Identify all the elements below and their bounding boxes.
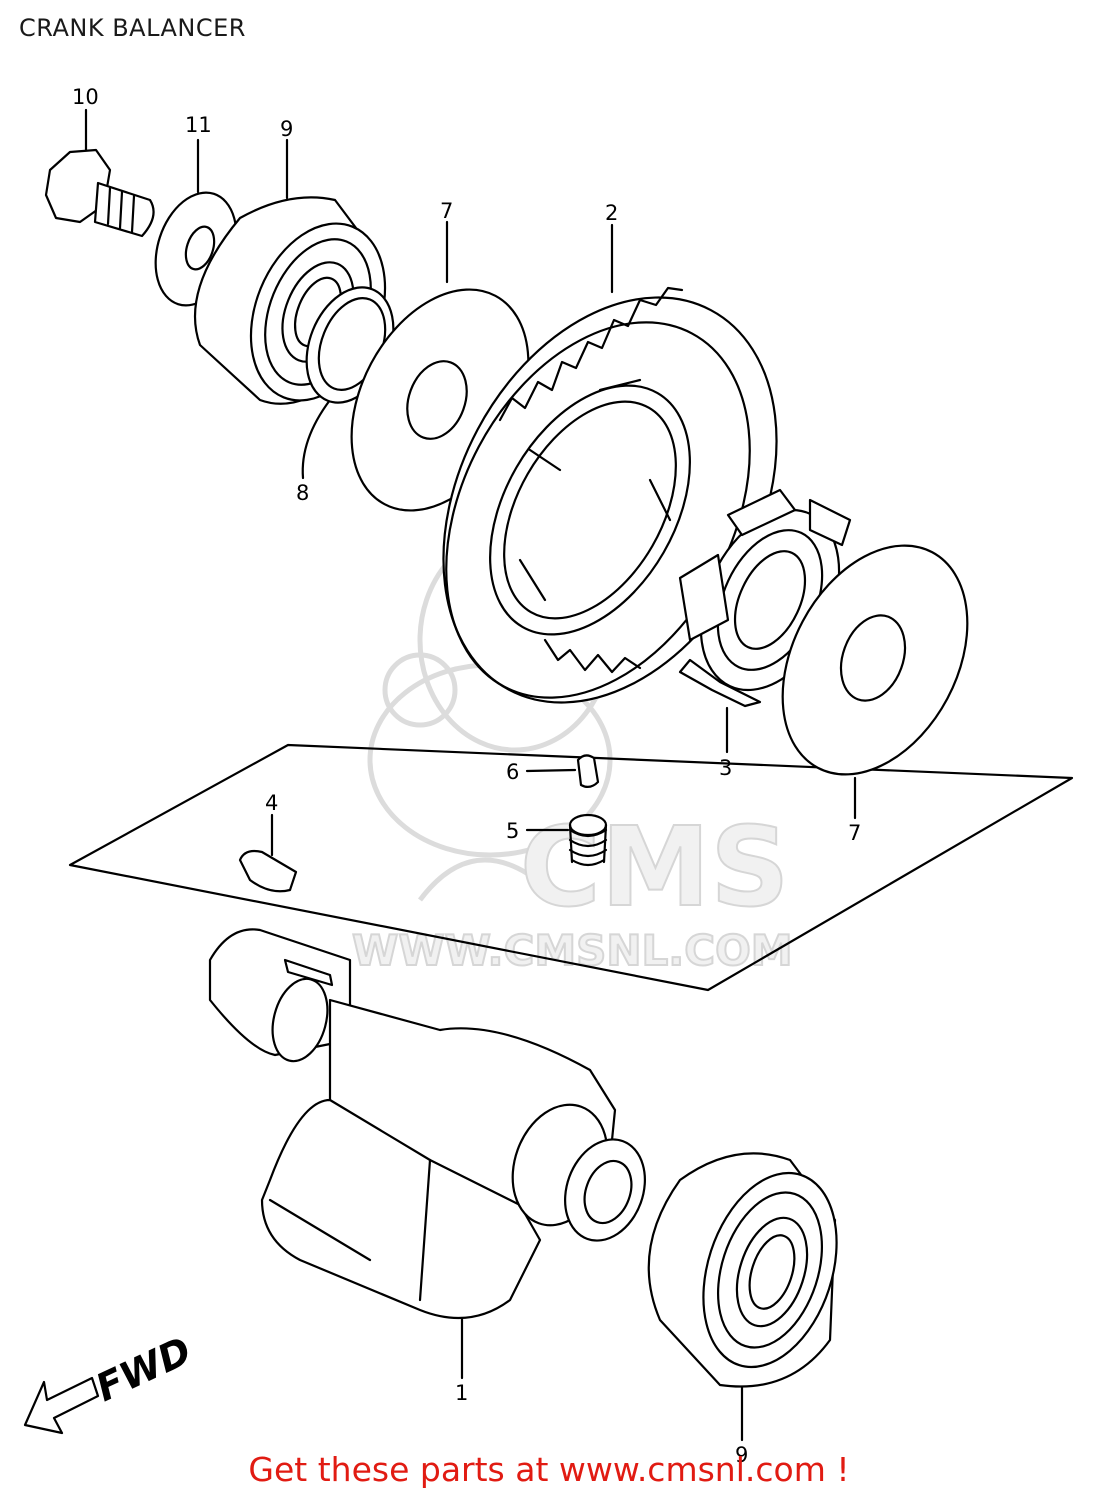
part-5-spring	[568, 813, 608, 867]
watermark-logo-text: CMS	[520, 803, 789, 931]
page-title: CRANK BALANCER	[19, 14, 246, 42]
callout-2: 2	[605, 201, 618, 225]
callout-10: 10	[72, 85, 99, 109]
assembly-plane-outline	[68, 743, 1074, 992]
footer-link-text[interactable]: Get these parts at www.cmsnl.com !	[248, 1450, 850, 1489]
callout-6: 6	[506, 760, 519, 784]
forward-direction-indicator: FWD	[23, 1328, 198, 1435]
part-1-balancer-shaft	[208, 928, 646, 1320]
callout-9-top: 9	[280, 117, 293, 141]
part-9-bearing-bottom	[647, 1152, 838, 1388]
callout-5: 5	[506, 819, 519, 843]
callout-3: 3	[719, 756, 732, 780]
callout-numbers: 10 11 9 7 2 8 6 5 4 3 7 1 9	[72, 85, 861, 1467]
callout-9-bottom: 9	[735, 1443, 748, 1467]
part-6-pin	[576, 754, 600, 789]
part-4-key	[238, 849, 298, 893]
fwd-label: FWD	[89, 1328, 198, 1410]
callout-7-right: 7	[848, 821, 861, 845]
callout-11: 11	[185, 113, 212, 137]
part-10-bolt	[44, 148, 155, 238]
part-7-washer-right	[781, 544, 969, 776]
watermark-url-text: WWW.CMSNL.COM	[352, 926, 793, 975]
callout-8: 8	[296, 481, 309, 505]
fwd-arrow-icon	[23, 1376, 100, 1435]
callout-7-top: 7	[440, 199, 453, 223]
callout-1: 1	[455, 1381, 468, 1405]
leader-lines	[84, 108, 857, 1442]
callout-4: 4	[265, 791, 278, 815]
